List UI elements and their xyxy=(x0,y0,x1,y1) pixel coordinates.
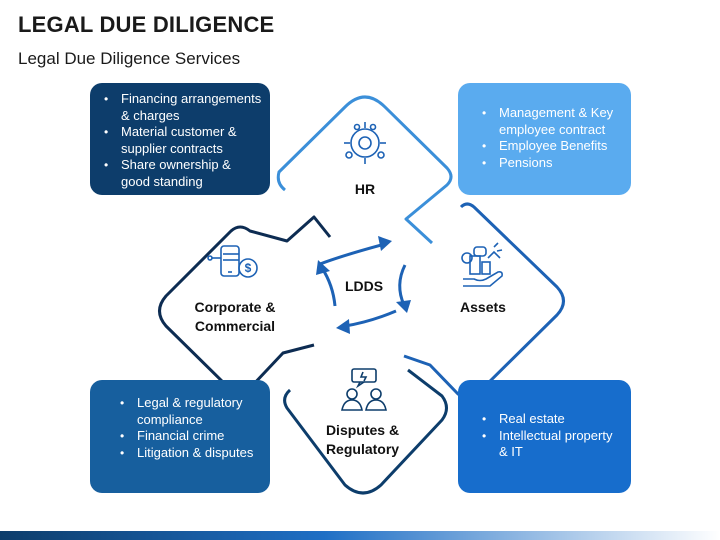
corporate-label: Corporate & Commercial xyxy=(194,299,276,334)
money-hand-icon xyxy=(461,242,503,287)
page-title: LEGAL DUE DILIGENCE xyxy=(18,12,275,37)
arrow-assets-to-disputes xyxy=(344,309,397,328)
compliance-list: Legal & regulatory compliance Financial … xyxy=(114,395,262,461)
list-item: Material customer & supplier contracts xyxy=(98,124,262,157)
list-item: Real estate xyxy=(476,411,623,428)
arrow-disputes-to-corporate xyxy=(320,267,337,307)
gear-people-icon xyxy=(344,122,386,164)
debate-people-icon xyxy=(341,368,387,411)
hr-outline xyxy=(276,95,453,245)
list-item: Intellectual property & IT xyxy=(476,428,623,461)
phone-dollar-icon: $ xyxy=(207,245,258,278)
list-item: Legal & regulatory compliance xyxy=(114,395,262,428)
employee-list: Management & Key employee contract Emplo… xyxy=(476,105,623,171)
svg-text:$: $ xyxy=(245,261,252,275)
financing-list: Financing arrangements & charges Materia… xyxy=(98,91,262,190)
property-list: Real estate Intellectual property & IT xyxy=(476,411,623,461)
list-item: Financing arrangements & charges xyxy=(98,91,262,124)
assets-label: Assets xyxy=(460,299,506,315)
page-subtitle: Legal Due Diligence Services xyxy=(18,49,241,68)
arrow-head-3 xyxy=(336,319,350,334)
disputes-label: Disputes & Regulatory xyxy=(325,422,400,457)
arrow-hr-to-assets xyxy=(398,264,407,306)
compliance-box: Legal & regulatory compliance Financial … xyxy=(90,380,270,493)
list-item: Share ownership & good standing xyxy=(98,157,262,190)
list-item: Pensions xyxy=(476,155,623,172)
footer-gradient-bar xyxy=(0,531,720,540)
center-label: LDDS xyxy=(344,278,384,294)
arrow-corporate-to-hr xyxy=(319,242,386,266)
list-item: Management & Key employee contract xyxy=(476,105,623,138)
employee-box: Management & Key employee contract Emplo… xyxy=(458,83,631,195)
financing-box: Financing arrangements & charges Materia… xyxy=(90,83,270,195)
property-box: Real estate Intellectual property & IT xyxy=(458,380,631,493)
disputes-outline xyxy=(283,368,448,495)
arrow-head-2 xyxy=(396,300,411,313)
arrow-head-4 xyxy=(316,260,330,275)
arrow-head-1 xyxy=(378,236,392,251)
list-item: Litigation & disputes xyxy=(114,445,262,462)
list-item: Financial crime xyxy=(114,428,262,445)
hr-label: HR xyxy=(354,181,376,197)
list-item: Employee Benefits xyxy=(476,138,623,155)
